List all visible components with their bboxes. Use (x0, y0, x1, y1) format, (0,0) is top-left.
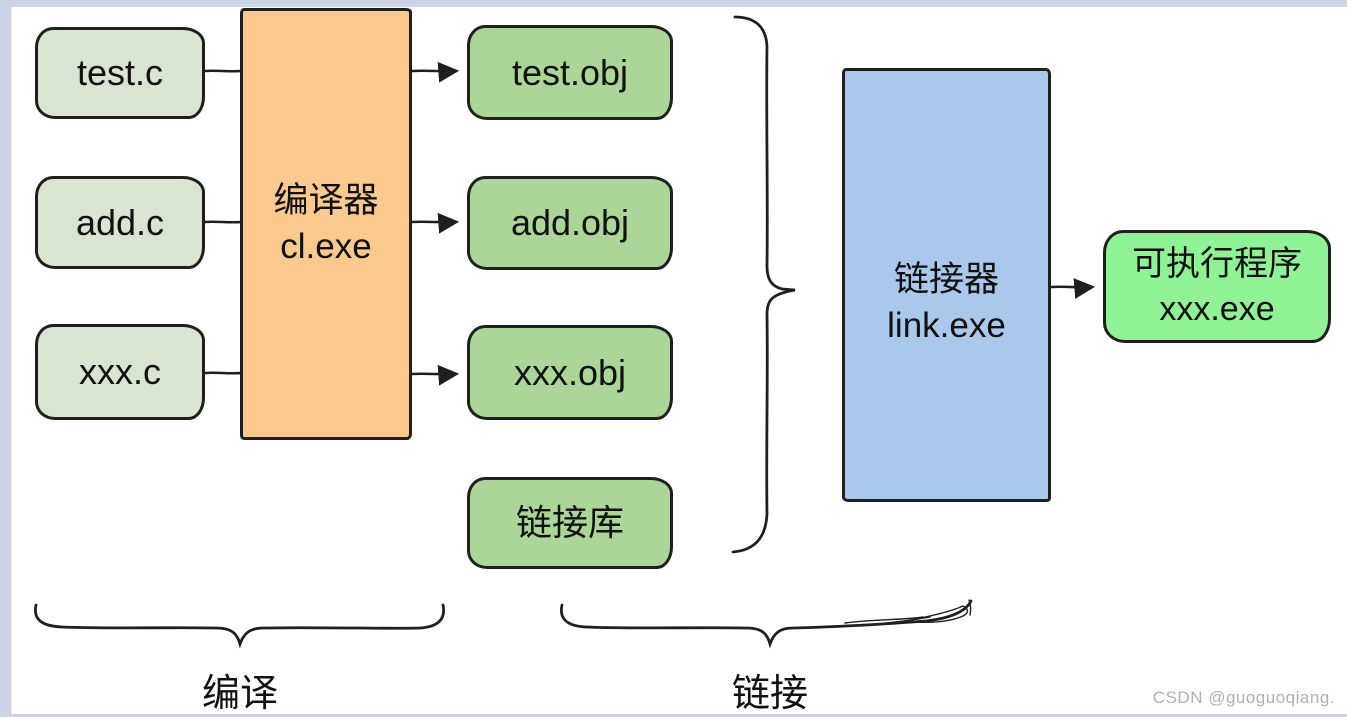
object-file-label: add.obj (510, 202, 630, 244)
compiler-exe: cl.exe (280, 227, 372, 266)
source-file-label: add.c (75, 201, 165, 243)
diagram-canvas (11, 7, 1347, 714)
source-file-add-c: add.c (35, 176, 205, 269)
link-library-label: 链接库 (515, 502, 624, 544)
object-file-add-obj: add.obj (467, 176, 673, 270)
executable-name: 可执行程序 (1132, 244, 1302, 283)
compiler-name: 编译器 (273, 180, 379, 220)
source-file-test-c: test.c (35, 27, 205, 119)
linker-exe: link.exe (887, 305, 1006, 345)
compiler-box: 编译器 cl.exe (240, 8, 412, 440)
linker-box: 链接器 link.exe (842, 68, 1051, 502)
object-file-label: test.obj (511, 51, 629, 93)
compile-stage-label: 编译 (201, 673, 278, 715)
object-file-test-obj: test.obj (467, 25, 673, 120)
object-file-xxx-obj: xxx.obj (467, 325, 673, 420)
csdn-watermark: CSDN @guoguoqiang. (1152, 688, 1335, 707)
executable-exe: xxx.exe (1159, 289, 1275, 328)
source-file-label: test.c (76, 52, 164, 94)
object-file-label: xxx.obj (513, 351, 627, 393)
source-file-label: xxx.c (78, 351, 161, 393)
link-library-box: 链接库 (467, 477, 673, 569)
linker-name: 链接器 (893, 259, 999, 299)
executable-box: 可执行程序 xxx.exe (1103, 230, 1331, 343)
link-stage-label: 链接 (731, 673, 808, 715)
source-file-xxx-c: xxx.c (35, 324, 205, 420)
